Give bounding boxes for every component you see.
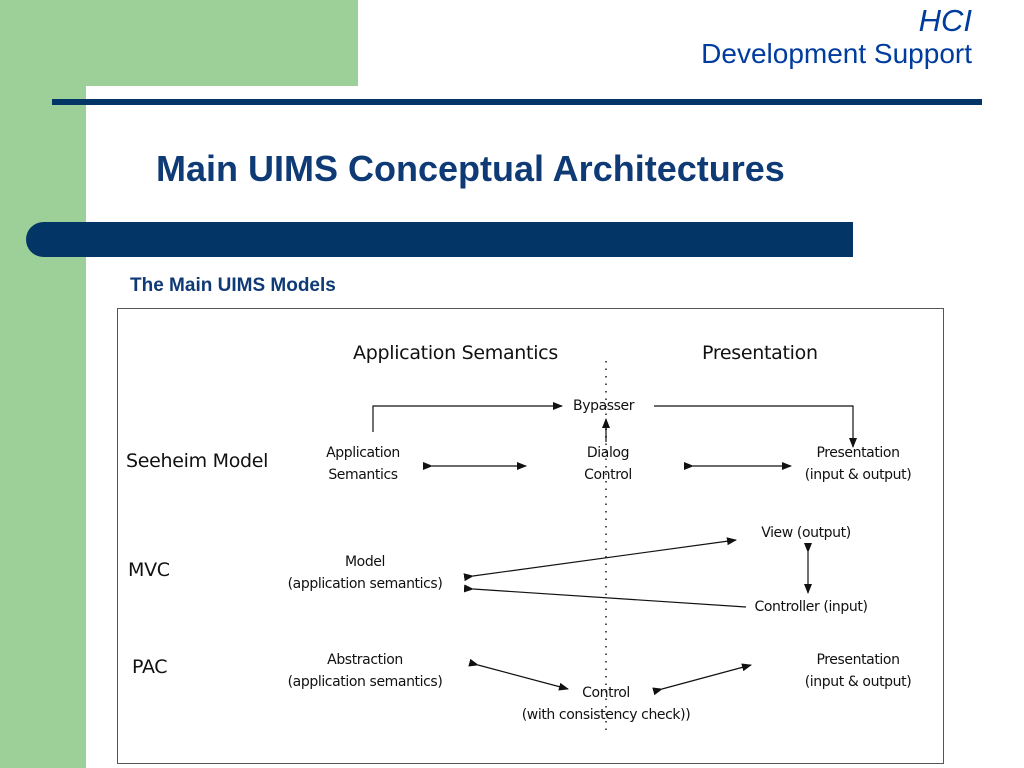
pac-control-line1: Control (582, 685, 630, 701)
uims-diagram: Application Semantics Presentation Seehe… (117, 308, 944, 764)
model-name-mvc: MVC (128, 559, 170, 581)
pac-control-node: Control (with consistency check)) (511, 682, 701, 726)
seeheim-dialog-line1: Dialog (586, 445, 630, 461)
seeheim-dialog-node: Dialog Control (568, 442, 648, 486)
seeheim-presentation-node: Presentation (input & output) (793, 442, 923, 486)
model-controller-arrow (463, 584, 747, 608)
pac-abstraction-line2: (application semantics) (287, 674, 443, 690)
pac-abstraction-line1: Abstraction (327, 652, 403, 668)
pac-presentation-line1: Presentation (816, 652, 900, 668)
seeheim-application-line2: Semantics (328, 467, 398, 483)
model-name-seeheim: Seeheim Model (126, 450, 269, 472)
seeheim-application-node: Application Semantics (313, 442, 413, 486)
diagram-connectors (372, 361, 857, 733)
pac-presentation-line2: (input & output) (804, 674, 912, 690)
brand-block: HCI Development Support (701, 4, 972, 70)
bypasser-right-arrow (654, 405, 857, 448)
mvc-model-line2: (application semantics) (287, 576, 443, 592)
brand-subtitle: Development Support (701, 38, 972, 69)
seeheim-dialog-line2: Control (584, 467, 632, 483)
green-sidebar (0, 0, 86, 768)
control-presentation-arrow (652, 663, 752, 696)
mvc-view-node: View (output) (761, 525, 851, 541)
title-banner (26, 222, 853, 257)
mvc-model-line1: Model (344, 554, 386, 570)
mvc-controller-node: Controller (input) (754, 599, 868, 615)
seeheim-presentation-line2: (input & output) (804, 467, 912, 483)
section-subtitle: The Main UIMS Models (130, 275, 336, 296)
model-name-pac: PAC (132, 656, 168, 678)
pac-control-line2: (with consistency check)) (521, 707, 691, 723)
bypasser-left-arrow (372, 402, 563, 432)
seeheim-application-line1: Application (326, 445, 400, 461)
mvc-model-node: Model (application semantics) (275, 551, 455, 595)
brand-title: HCI (918, 3, 972, 38)
slide-title: Main UIMS Conceptual Architectures (156, 148, 785, 189)
header-rule (52, 99, 982, 105)
seeheim-presentation-line1: Presentation (816, 445, 900, 461)
bypasser-label: Bypasser (573, 398, 635, 414)
column-heading-presentation: Presentation (702, 342, 818, 364)
green-top-block (0, 0, 358, 86)
pac-abstraction-node: Abstraction (application semantics) (275, 649, 455, 693)
pac-presentation-node: Presentation (input & output) (793, 649, 923, 693)
rounded-corner (86, 86, 146, 146)
model-view-arrow (463, 537, 737, 582)
column-heading-application: Application Semantics (353, 342, 558, 364)
abstraction-control-arrow (468, 658, 569, 691)
